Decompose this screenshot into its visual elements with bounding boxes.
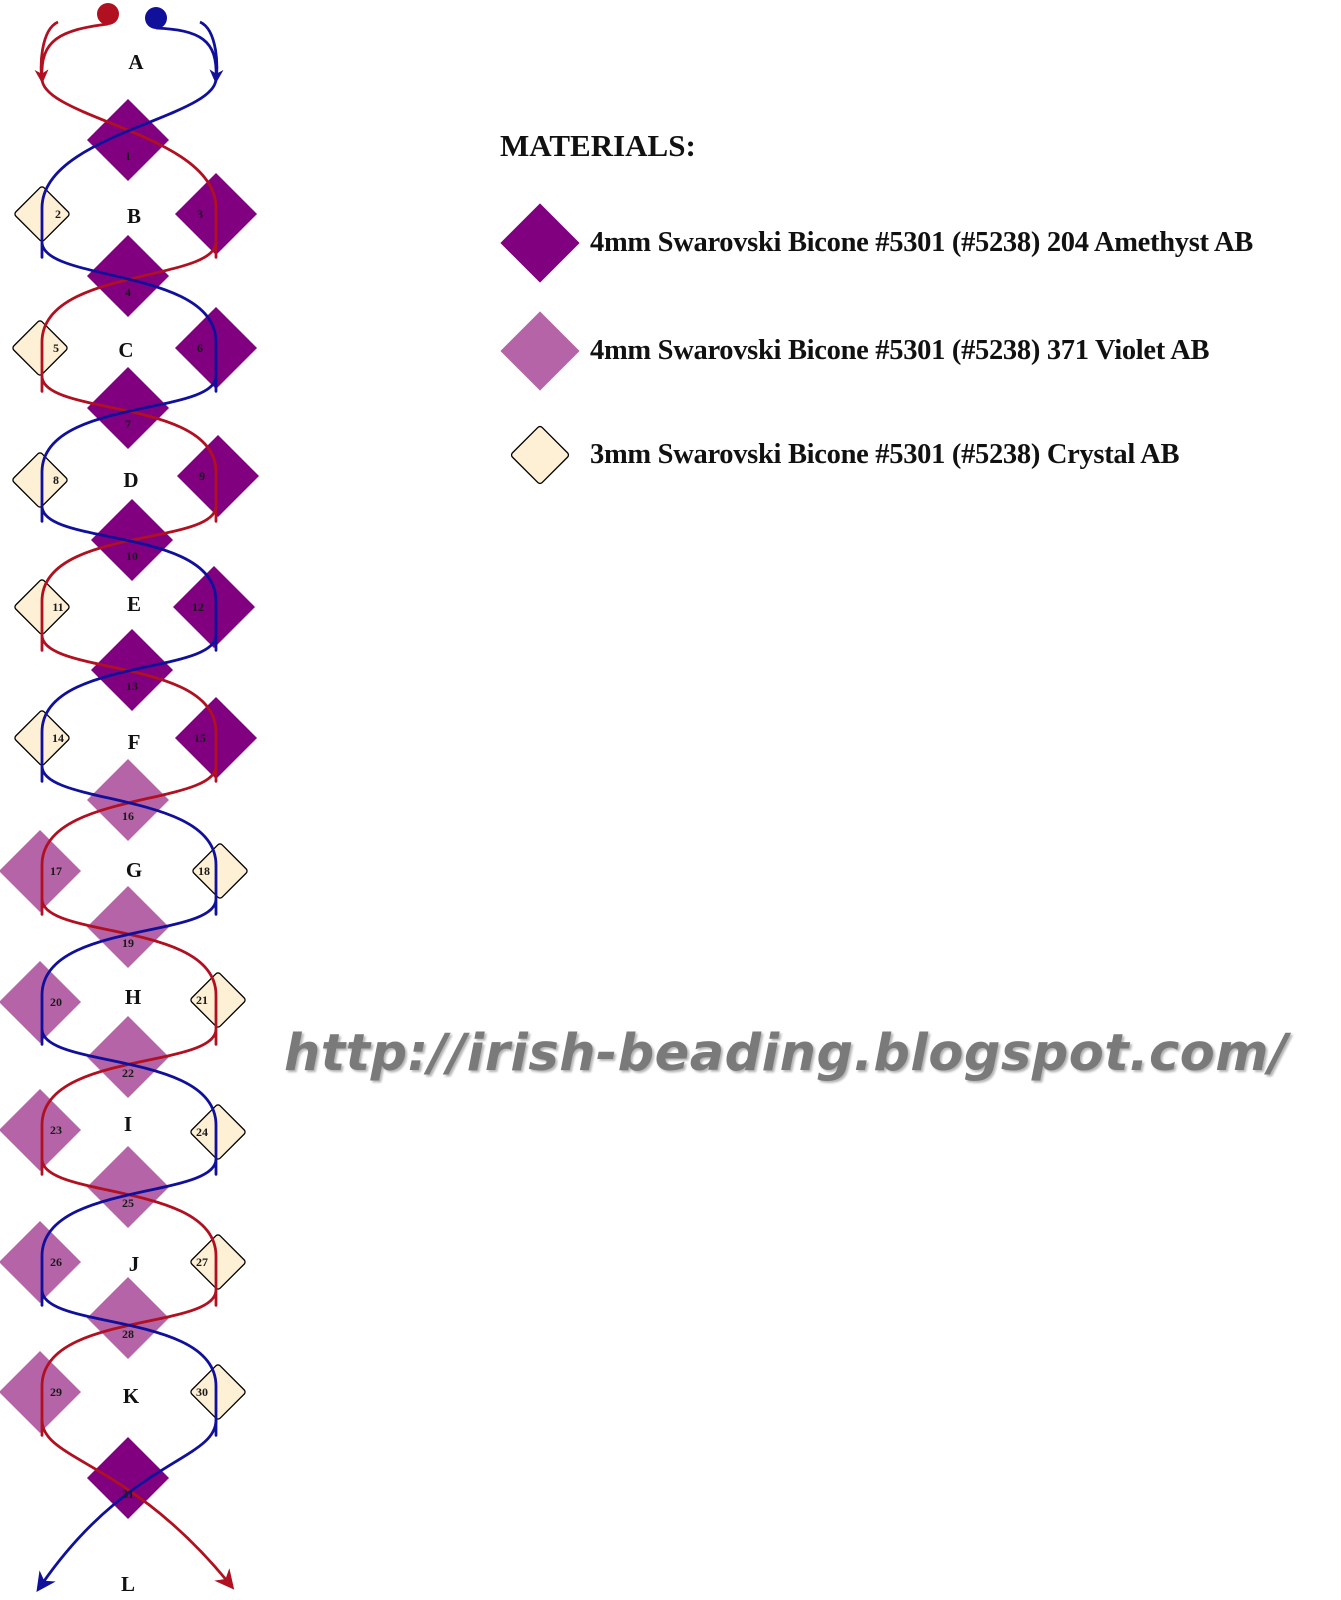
violet-bead — [0, 1088, 82, 1172]
crystal-bead — [190, 1234, 246, 1290]
bead-number: 13 — [126, 679, 138, 693]
bead-number: 5 — [53, 341, 59, 355]
materials-title: MATERIALS: — [500, 128, 696, 163]
crystal-bead — [12, 452, 68, 508]
bead-number: 14 — [52, 731, 64, 745]
red-thread — [39, 20, 218, 1437]
bead-number: 15 — [194, 731, 206, 745]
material-label-violet: 4mm Swarovski Bicone #5301 (#5238) 371 V… — [590, 335, 1210, 366]
violet-bead — [0, 1350, 82, 1434]
bead-number: 17 — [50, 864, 62, 878]
bead-number: 11 — [52, 600, 63, 614]
blog-url-watermark: http://irish-beading.blogspot.com/ — [284, 1024, 1289, 1083]
amethyst-bead — [86, 366, 170, 450]
violet-bead — [86, 758, 170, 842]
bead-number: 12 — [192, 600, 204, 614]
violet-bead-swatch — [490, 306, 590, 396]
amethyst-bead — [86, 1436, 170, 1520]
bead-number: 23 — [50, 1123, 62, 1137]
bead-number: 25 — [122, 1196, 134, 1210]
crystal-bead — [190, 1364, 246, 1420]
bead-number: 30 — [196, 1385, 208, 1399]
row-letter: L — [121, 1572, 135, 1596]
bead-number: 24 — [196, 1125, 208, 1139]
amethyst-bead — [86, 98, 170, 182]
red-thread-start-dot — [97, 3, 119, 25]
row-letter: C — [118, 338, 133, 362]
amethyst-bead-swatch — [490, 198, 590, 288]
bead-number: 4 — [125, 285, 131, 299]
bead-number: 3 — [197, 207, 203, 221]
bead-number: 7 — [125, 417, 131, 431]
crystal-bead — [12, 320, 68, 376]
blue-thread-end-arrow — [36, 1419, 218, 1593]
amethyst-bead — [176, 434, 260, 518]
material-item-violet: 4mm Swarovski Bicone #5301 (#5238) 371 V… — [490, 306, 1210, 396]
row-letter: J — [129, 1252, 140, 1276]
bead-number: 27 — [196, 1255, 208, 1269]
material-item-crystal: 3mm Swarovski Bicone #5301 (#5238) Cryst… — [490, 420, 1180, 490]
row-letter: A — [128, 50, 144, 74]
blue-thread-start-dot — [145, 7, 167, 29]
material-label-amethyst: 4mm Swarovski Bicone #5301 (#5238) 204 A… — [590, 227, 1253, 258]
material-item-amethyst: 4mm Swarovski Bicone #5301 (#5238) 204 A… — [490, 198, 1253, 288]
bead-number: 29 — [50, 1385, 62, 1399]
blue-thread-start — [155, 26, 224, 84]
crystal-bead — [192, 843, 248, 899]
bead-number: 31 — [122, 1487, 134, 1501]
bead-number: 6 — [197, 341, 203, 355]
amethyst-bead — [86, 234, 170, 318]
blue-thread — [40, 20, 219, 1437]
red-thread-end-arrow — [40, 1419, 235, 1590]
row-letter: F — [128, 730, 141, 754]
red-thread-start — [34, 22, 109, 84]
row-letter: B — [127, 204, 141, 228]
violet-bead — [0, 829, 82, 913]
bead-number: 10 — [126, 549, 138, 563]
row-letter: I — [124, 1112, 132, 1136]
row-letter: H — [125, 985, 141, 1009]
row-letter: K — [123, 1384, 140, 1408]
bead-number: 2 — [55, 207, 61, 221]
crystal-bead — [190, 1104, 246, 1160]
bead-number: 28 — [122, 1327, 134, 1341]
bead-number: 22 — [122, 1066, 134, 1080]
bead-number: 9 — [199, 469, 205, 483]
bead-number: 18 — [198, 864, 210, 878]
crystal-bead — [190, 972, 246, 1028]
bead-number: 26 — [50, 1255, 62, 1269]
violet-bead — [0, 960, 82, 1044]
amethyst-bead — [172, 565, 256, 649]
bead-number: 1 — [125, 149, 131, 163]
bead-number: 21 — [196, 993, 208, 1007]
bead-number: 8 — [53, 473, 59, 487]
crystal-bead-swatch — [490, 420, 590, 490]
bead-number: 19 — [122, 936, 134, 950]
bead-number: 16 — [122, 809, 134, 823]
row-letter: E — [127, 592, 141, 616]
row-letter: D — [123, 468, 138, 492]
material-label-crystal: 3mm Swarovski Bicone #5301 (#5238) Cryst… — [590, 439, 1180, 470]
bead-number: 20 — [50, 995, 62, 1009]
row-letter: G — [126, 858, 142, 882]
violet-bead — [0, 1220, 82, 1304]
